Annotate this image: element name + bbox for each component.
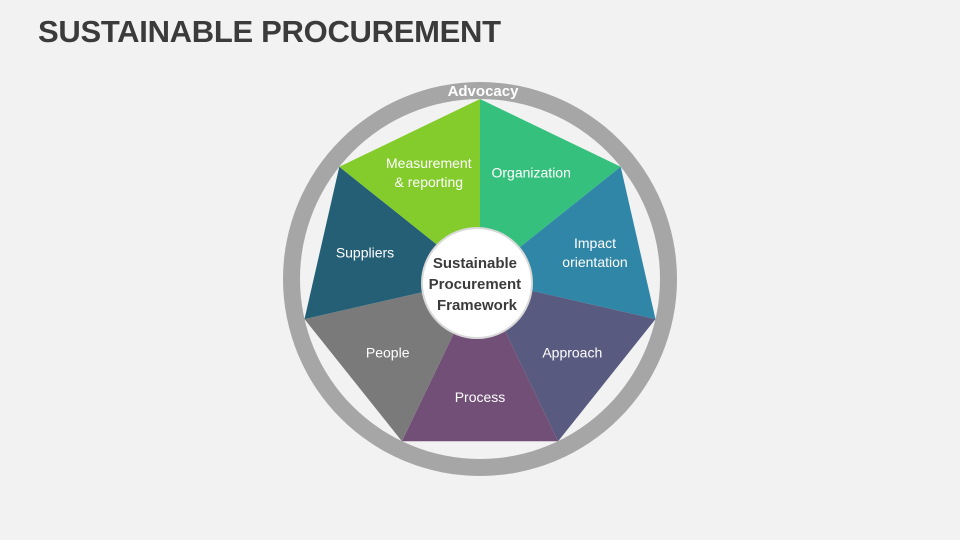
- segment-label-measurement-reporting: Measurement & reporting: [386, 155, 472, 190]
- segment-organization: [480, 99, 621, 279]
- segment-label-process: Process: [455, 389, 506, 405]
- center-circle: [421, 227, 533, 339]
- segment-label-line: orientation: [562, 254, 627, 270]
- segment-label-organization: Organization: [492, 165, 571, 181]
- segment-label-approach: Approach: [542, 345, 602, 361]
- segment-label-line: Measurement: [386, 155, 472, 171]
- segment-measurement-reporting: [339, 99, 480, 279]
- center-label-line-1: Sustainable: [433, 255, 517, 272]
- segment-label-line: Impact: [574, 235, 616, 251]
- segment-label-suppliers: Suppliers: [336, 245, 394, 261]
- page-title: SUSTAINABLE PROCUREMENT: [38, 14, 501, 49]
- segment-label-line: Organization: [492, 165, 571, 181]
- center-label-line-3: Framework: [437, 297, 518, 314]
- segment-label-line: Approach: [542, 345, 602, 361]
- segment-process: [401, 279, 559, 442]
- center-label: Sustainable Procurement Framework: [429, 255, 526, 314]
- segment-label-line: Process: [455, 389, 506, 405]
- center-label-line-2: Procurement: [429, 276, 522, 293]
- segment-approach: [480, 279, 656, 442]
- segment-label-people: People: [366, 345, 410, 361]
- ring-label-advocacy: Advocacy: [448, 83, 520, 100]
- segment-label-line: People: [366, 345, 410, 361]
- segment-label-impact-orientation: Impact orientation: [562, 235, 627, 270]
- segment-label-line: Suppliers: [336, 245, 394, 261]
- segment-label-line: & reporting: [395, 174, 463, 190]
